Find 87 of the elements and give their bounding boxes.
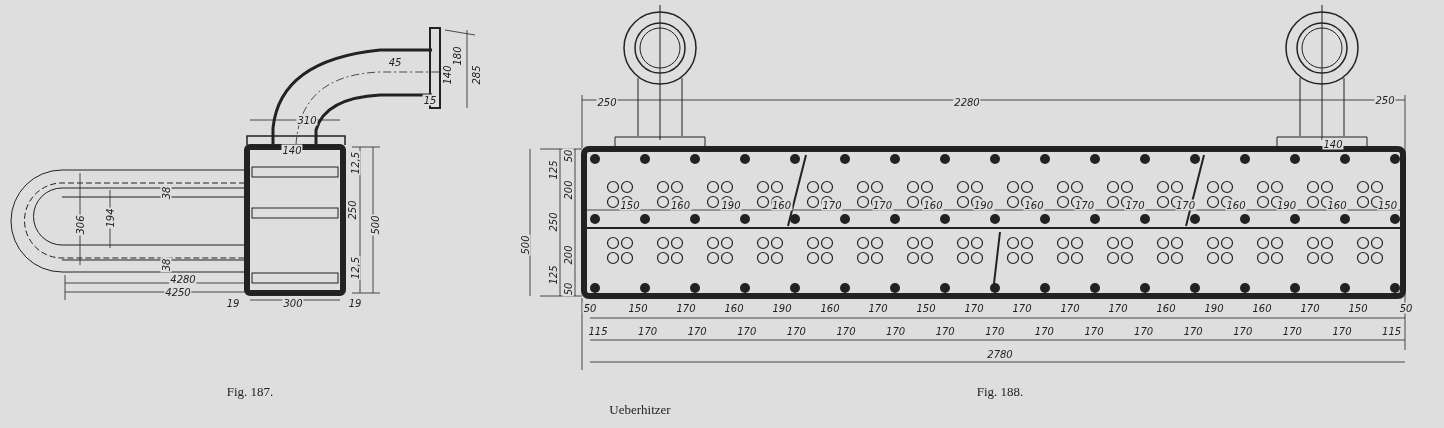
dimension-label: 190	[1275, 199, 1298, 211]
dimension-label: 250	[346, 199, 358, 221]
dimension-label: 150	[915, 302, 937, 314]
dimension-label: 160	[1225, 199, 1247, 211]
dimension-label: 170	[984, 325, 1006, 337]
dimension-label: 190	[771, 302, 793, 314]
dimension-label: 140	[441, 64, 453, 86]
dimension-label: 250	[547, 211, 559, 233]
dimension-label: 190	[1203, 302, 1225, 314]
dimension-label: 160	[669, 199, 692, 211]
dimension-label: 170	[835, 325, 857, 337]
dimension-label: 160	[1155, 302, 1177, 314]
dimension-label: 15	[422, 94, 438, 106]
dimension-label: 4250	[164, 286, 192, 298]
figure-number: Fig. 187.	[226, 384, 274, 400]
dimension-label: 170	[1011, 302, 1033, 314]
dimension-label: 50	[562, 281, 574, 297]
dimension-label: 170	[885, 325, 907, 337]
dimension-label: 500	[519, 234, 531, 256]
dimension-label: 19	[347, 297, 363, 309]
dimension-label: 170	[1174, 199, 1197, 211]
dimension-label: 2780	[986, 348, 1014, 360]
dimension-label: 19	[225, 297, 241, 309]
dimension-label: 285	[470, 64, 482, 86]
dimension-label: 160	[723, 302, 745, 314]
caption: Ueberhitzer	[609, 402, 671, 418]
dimension-label: 125	[547, 159, 559, 181]
dimension-label: 170	[785, 325, 807, 337]
dimension-label: 170	[736, 325, 758, 337]
dimension-label: 170	[1133, 325, 1155, 337]
dimension-label: 12,5	[349, 150, 361, 176]
dimension-label: 115	[587, 325, 609, 337]
dimension-label: 170	[963, 302, 985, 314]
figure-number: Fig. 188.	[976, 384, 1024, 400]
dimension-label: 170	[1083, 325, 1105, 337]
dimension-label: 170	[1033, 325, 1055, 337]
dimension-label: 150	[1347, 302, 1369, 314]
dimension-label: 170	[1059, 302, 1081, 314]
dimension-label: 140	[1322, 138, 1344, 150]
dimension-label: 170	[821, 199, 843, 211]
dimension-label: 170	[1299, 302, 1321, 314]
dimension-label: 300	[282, 297, 304, 309]
dimension-label: 150	[1376, 199, 1399, 211]
dimension-label: 170	[1182, 325, 1204, 337]
dimension-label: 190	[720, 199, 742, 211]
dimension-label: 50	[582, 302, 598, 314]
dimension-label: 160	[819, 302, 841, 314]
dimension-label: 38	[160, 185, 172, 201]
dimension-label: 2280	[953, 96, 981, 108]
dimension-label: 194	[104, 207, 116, 229]
dimension-label: 12,5	[349, 255, 361, 281]
dimension-label: 38	[160, 257, 172, 273]
dimension-label: 170	[1331, 325, 1353, 337]
dimension-label: 180	[451, 45, 463, 67]
dimension-label: 160	[770, 199, 793, 211]
dimension-label: 170	[1107, 302, 1129, 314]
dimension-label: 250	[1374, 94, 1396, 106]
dimension-label: 500	[369, 214, 381, 236]
dimension-label: 4280	[169, 273, 197, 285]
dimension-label: 306	[74, 214, 86, 236]
dimension-label: 140	[281, 144, 303, 156]
dimension-label: 50	[1398, 302, 1414, 314]
dimension-label: 170	[1073, 199, 1096, 211]
dimension-label: 200	[562, 244, 574, 266]
dimension-label: 150	[627, 302, 649, 314]
dimension-label: 190	[972, 199, 995, 211]
dimension-label: 150	[619, 199, 641, 211]
dimension-label: 170	[871, 199, 894, 211]
dimension-label: 125	[547, 264, 559, 286]
dimension-label: 50	[562, 148, 574, 164]
dimension-label: 160	[1023, 199, 1045, 211]
dimension-label: 250	[596, 96, 618, 108]
dimension-label: 170	[686, 325, 708, 337]
dimension-label: 310	[296, 114, 318, 126]
dimension-label: 170	[867, 302, 889, 314]
dimension-label: 160	[1326, 199, 1348, 211]
dimension-label: 170	[1124, 199, 1146, 211]
dimension-label: 170	[675, 302, 697, 314]
dimension-label: 170	[934, 325, 956, 337]
dimension-label: 160	[922, 199, 944, 211]
dimension-label: 45	[387, 56, 403, 68]
dimension-label: 160	[1251, 302, 1273, 314]
dimension-label: 200	[562, 179, 574, 201]
dimension-label: 170	[1232, 325, 1254, 337]
dimension-label: 115	[1381, 325, 1403, 337]
dimension-label: 170	[637, 325, 659, 337]
dimension-label: 170	[1281, 325, 1303, 337]
